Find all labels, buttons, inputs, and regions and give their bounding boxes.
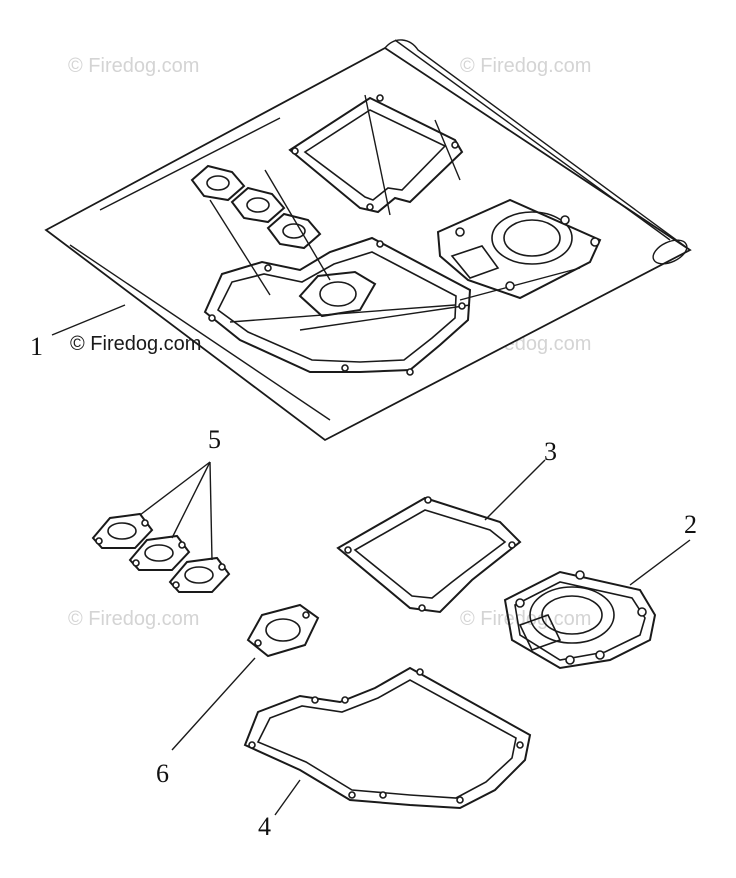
watermark-bottom-right: © Firedog.com [460,608,591,630]
watermark-bottom-left: © Firedog.com [68,608,199,630]
watermark-overlay: © Firedog.com [70,333,201,355]
cylinder-head-gasket [503,539,691,670]
callout-2[interactable]: 2 [684,510,697,539]
flange-gasket-set [91,461,231,593]
callout-6[interactable]: 6 [156,759,169,788]
watermark-top-right: © Firedog.com [460,55,591,77]
oval-flange-gasket [171,603,320,751]
callout-4[interactable]: 4 [258,812,271,841]
crankcase-gasket [243,666,532,816]
rocker-cover-gasket [336,459,546,614]
leader-1 [51,304,126,336]
gasket-set-sheet [44,39,692,442]
watermark-top-left: © Firedog.com [68,55,199,77]
callout-5[interactable]: 5 [208,425,221,454]
callout-1[interactable]: 1 [30,332,43,361]
callout-3[interactable]: 3 [544,437,557,466]
